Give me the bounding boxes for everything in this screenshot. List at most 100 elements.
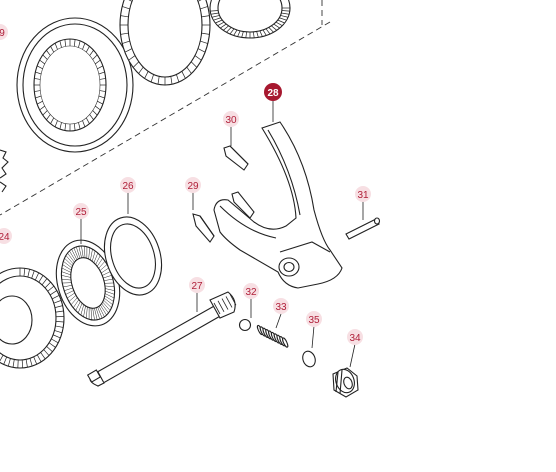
detail-line: [128, 55, 136, 61]
spring-33-part: [256, 324, 289, 348]
detail-line: [31, 270, 35, 279]
detail-line: [61, 271, 71, 276]
detail-line: [40, 352, 46, 360]
detail-line: [86, 306, 88, 319]
detail-line: [256, 31, 259, 38]
assembly-axis-lines: [0, 0, 331, 216]
detail-line: [64, 123, 67, 131]
detail-line: [176, 74, 180, 83]
detail-line: [64, 287, 73, 291]
svg-text:33: 33: [275, 302, 287, 313]
detail-line: [62, 264, 72, 271]
detail-line: [39, 105, 45, 111]
detail-line: [98, 95, 105, 99]
detail-line: [217, 300, 225, 312]
detail-line: [217, 21, 225, 26]
detail-line: [38, 275, 44, 283]
detail-line: [89, 50, 94, 56]
detail-line: [95, 307, 100, 320]
pin-31-part: [345, 217, 381, 240]
detail-line: [89, 114, 94, 120]
detail-line: [54, 330, 63, 334]
detail-line: [85, 46, 90, 53]
detail-line: [97, 306, 103, 319]
detail-line: [98, 71, 105, 75]
detail-line: [64, 258, 73, 267]
detail-line: [63, 261, 73, 269]
detail-line: [82, 43, 86, 50]
detail-line: [120, 15, 129, 18]
detail-line: [101, 303, 109, 314]
detail-line: [12, 359, 15, 368]
detail-line: [83, 305, 86, 317]
detail-line: [98, 261, 106, 269]
detail-line: [46, 114, 51, 120]
detail-line: [197, 48, 206, 53]
detail-line: [7, 358, 11, 367]
detail-line: [273, 23, 280, 29]
detail-line: [34, 90, 41, 92]
detail-line: [99, 78, 106, 80]
detail-line: [34, 78, 41, 80]
detail-line: [150, 74, 154, 83]
detail-line: [27, 269, 30, 278]
detail-line: [75, 301, 81, 311]
detail-line: [78, 122, 81, 130]
detail-line: [61, 275, 71, 278]
leader-lines: [80, 101, 364, 368]
detail-line: [0, 354, 4, 362]
detail-line: [95, 255, 101, 265]
detail-line: [61, 267, 72, 273]
callout-30: 30: [223, 111, 239, 127]
seal-35-part: [302, 350, 316, 368]
detail-line: [252, 31, 255, 38]
detail-line: [73, 299, 80, 308]
ball-32-part: [238, 318, 252, 332]
detail-line: [36, 354, 42, 363]
detail-line: [55, 325, 64, 328]
detail-line: [95, 59, 101, 65]
gear-24-part: [0, 267, 65, 369]
detail-line: [53, 300, 62, 304]
detail-line: [157, 76, 160, 85]
detail-line: [281, 12, 290, 15]
detail-line: [229, 28, 235, 35]
left-edge-gear: [0, 149, 9, 193]
detail-line: [68, 295, 77, 302]
detail-line: [97, 100, 103, 105]
detail-line: [90, 249, 93, 261]
detail-line: [52, 334, 61, 339]
detail-line: [104, 293, 115, 299]
detail-line: [94, 308, 98, 320]
detail-line: [64, 39, 67, 47]
detail-line: [262, 29, 267, 36]
detail-line: [98, 306, 105, 317]
detail-line: [54, 305, 63, 308]
detail-line: [226, 27, 232, 33]
detail-line: [65, 290, 74, 295]
svg-text:24: 24: [0, 232, 10, 243]
detail-line: [96, 258, 103, 267]
detail-line: [275, 21, 283, 26]
detail-line: [92, 54, 98, 60]
detail-line: [97, 65, 103, 70]
svg-text:30: 30: [225, 115, 237, 126]
detail-line: [37, 65, 43, 70]
detail-line: [223, 25, 229, 31]
fork-pad-30-part: [223, 145, 249, 171]
detail-line: [277, 19, 285, 24]
detail-line: [81, 246, 84, 258]
detail-line: [271, 25, 277, 31]
detail-line: [61, 278, 72, 281]
callout-32: 32: [243, 283, 259, 299]
detail-line: [122, 40, 130, 44]
callout-25: 25: [73, 203, 89, 219]
callout-9: 9: [0, 24, 8, 40]
detail-line: [71, 249, 78, 260]
detail-line: [51, 295, 60, 300]
detail-line: [103, 278, 113, 281]
detail-line: [100, 304, 107, 316]
detail-line: [43, 349, 50, 356]
detail-line: [128, 0, 133, 2]
detail-line: [213, 302, 221, 315]
